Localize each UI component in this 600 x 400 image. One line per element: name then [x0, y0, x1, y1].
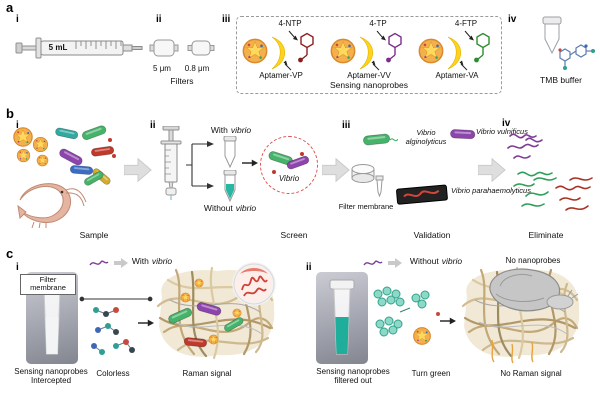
no-raman-signal-label: No Raman signal [500, 369, 562, 378]
syringe-volume-text: 5 mL [48, 43, 68, 52]
tmb-molecule-icon [558, 44, 595, 70]
filter-size-1: 5 μm [153, 64, 171, 73]
vibrio-screen-circle [260, 136, 318, 194]
raman-tag-label: 4-FTP [454, 19, 478, 28]
filter-membrane-icon [351, 164, 384, 198]
nanoprobe-unit-vp [242, 30, 314, 71]
panel-a-ii-label: ii [156, 14, 162, 25]
panel-b-i-label: i [16, 120, 19, 131]
vibrio-word: vibrio [441, 256, 463, 266]
eliminate-caption: Eliminate [528, 230, 564, 240]
panel-c-label: c [6, 246, 14, 261]
validation-caption: Validation [413, 230, 451, 240]
panel-a-label: a [6, 0, 14, 15]
filters-illustration [149, 39, 215, 57]
raman-molecule-icon [388, 32, 402, 60]
shrimp-icon [17, 183, 87, 228]
eliminated-aptamers-illustration [507, 133, 593, 211]
aptamer-label: Aptamer-VA [435, 71, 479, 80]
panel-b-iv-label: iv [502, 118, 511, 129]
panel-a-iii-label: iii [222, 14, 231, 25]
with-word: With [131, 256, 149, 266]
tmb-molecules-colorless [91, 307, 135, 355]
no-nanoprobes-blob [489, 268, 579, 312]
screen-syringe-illustration [160, 126, 182, 200]
pointer-line [79, 296, 153, 302]
green-vibrio-icon [362, 133, 398, 146]
filter-membrane-label: Filter membrane [338, 202, 394, 211]
syringe-illustration [15, 37, 143, 59]
turn-green-result-label: Turn green [411, 369, 451, 378]
probes-intercepted-caption: Sensing nanoprobes Intercepted [14, 367, 88, 386]
nanoprobe-unit-va [418, 30, 490, 71]
no-nanoprobes-label: No nanoprobes [505, 256, 561, 265]
colorless-result-label: Colorless [96, 369, 130, 378]
raman-tag-label: 4-TP [369, 19, 387, 28]
filters-caption: Filters [170, 76, 194, 86]
tmb-molecules-green [373, 286, 440, 345]
panel-a-i-label: i [16, 14, 19, 25]
green-tube-illustration [223, 170, 237, 202]
syringe-graduations [75, 41, 122, 49]
mesh-without-vibrio [461, 266, 581, 364]
probes-filtered-caption: Sensing nanoprobes filtered out [316, 367, 390, 386]
raman-signal-magnifier [232, 262, 276, 306]
vibrio-circle-label: Vibrio [278, 174, 300, 183]
panel-b-label: b [6, 106, 14, 121]
species-purple-label: Vibrio vulnificus [476, 127, 528, 136]
sensing-nanoprobes-box [236, 16, 502, 94]
flow-arrow-icon [322, 156, 350, 184]
species-green-label: Vibrio alginolyticus [405, 128, 447, 146]
raman-signal-label: Raman signal [182, 369, 232, 378]
aptamer-label: Aptamer-VP [259, 71, 303, 80]
flow-arrow-icon [478, 156, 506, 184]
red-vibrio-slide-icon [396, 184, 448, 205]
tube-in-rack [329, 279, 355, 355]
sample-illustration [13, 124, 116, 228]
right-arrow-icon [242, 158, 258, 168]
raman-molecule-icon [300, 32, 314, 60]
without-word: Without [409, 256, 439, 266]
filter-membrane-labelbox: Filter membrane [20, 274, 76, 295]
sensing-nanoprobes-caption: Sensing nanoprobes [330, 80, 408, 90]
nanoprobe-unit-vv [330, 30, 402, 71]
vibrio-word: vibrio [235, 203, 257, 213]
panel-b-ii-label: ii [150, 120, 156, 131]
tmb-tube-illustration [542, 16, 562, 55]
vibrio-bacteria [267, 150, 311, 174]
mesh-with-vibrio [156, 262, 276, 360]
raman-molecule-icon [476, 32, 490, 60]
with-word: With [210, 125, 228, 135]
aptamer-release-icons [89, 258, 128, 268]
tmb-buffer-caption: TMB buffer [540, 75, 582, 85]
split-bracket-arrows [186, 141, 214, 189]
screen-caption: Screen [280, 230, 308, 240]
panel-c-i-label: i [16, 262, 19, 273]
bacteria-mixture [54, 124, 116, 187]
filter-size-2: 0.8 μm [184, 64, 210, 73]
panel-c-ii-label: ii [306, 262, 312, 273]
vibrio-word: vibrio [230, 125, 252, 135]
aptamer-label: Aptamer-VV [347, 71, 391, 80]
sample-caption: Sample [79, 230, 109, 240]
species-red-label: Vibrio parahaemolyticus [451, 186, 531, 195]
green-tube-photo [316, 272, 368, 364]
without-word: Without [203, 203, 233, 213]
panel-a-iv-label: iv [508, 14, 517, 25]
raman-tag-label: 4-NTP [278, 19, 302, 28]
panel-b-iii-label: iii [342, 120, 351, 131]
aptamer-release-icons [363, 258, 402, 268]
vibrio-word: vibrio [151, 256, 173, 266]
clear-tube-illustration [223, 136, 237, 168]
flow-arrow-icon [124, 156, 152, 184]
